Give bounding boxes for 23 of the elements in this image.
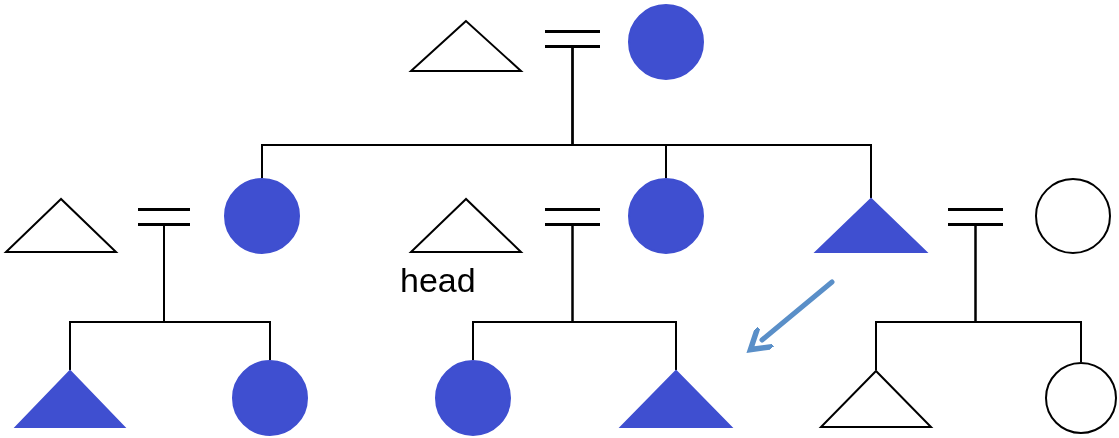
triangle-symbol bbox=[815, 198, 927, 253]
circle-symbol bbox=[628, 4, 704, 80]
circle-symbol bbox=[232, 360, 308, 436]
equals-sign bbox=[138, 208, 190, 226]
triangle-symbol bbox=[410, 20, 522, 72]
triangle-symbol bbox=[15, 370, 125, 428]
equals-sign bbox=[545, 208, 600, 226]
connector-line bbox=[571, 47, 872, 199]
circle-symbol bbox=[224, 178, 300, 254]
equals-sign bbox=[545, 30, 600, 48]
equals-sign bbox=[948, 208, 1003, 226]
circle-symbol bbox=[628, 178, 704, 254]
connector-line bbox=[163, 225, 271, 361]
circle-symbol bbox=[1035, 178, 1111, 254]
connector-line bbox=[974, 225, 1082, 363]
connector-line bbox=[571, 225, 677, 371]
triangle-symbol bbox=[5, 198, 117, 253]
circle-symbol bbox=[435, 360, 511, 436]
triangle-symbol bbox=[620, 370, 732, 428]
triangle-symbol bbox=[410, 198, 522, 253]
node-caption: head bbox=[400, 261, 476, 300]
circle-symbol bbox=[1045, 362, 1117, 434]
triangle-symbol bbox=[820, 370, 932, 428]
